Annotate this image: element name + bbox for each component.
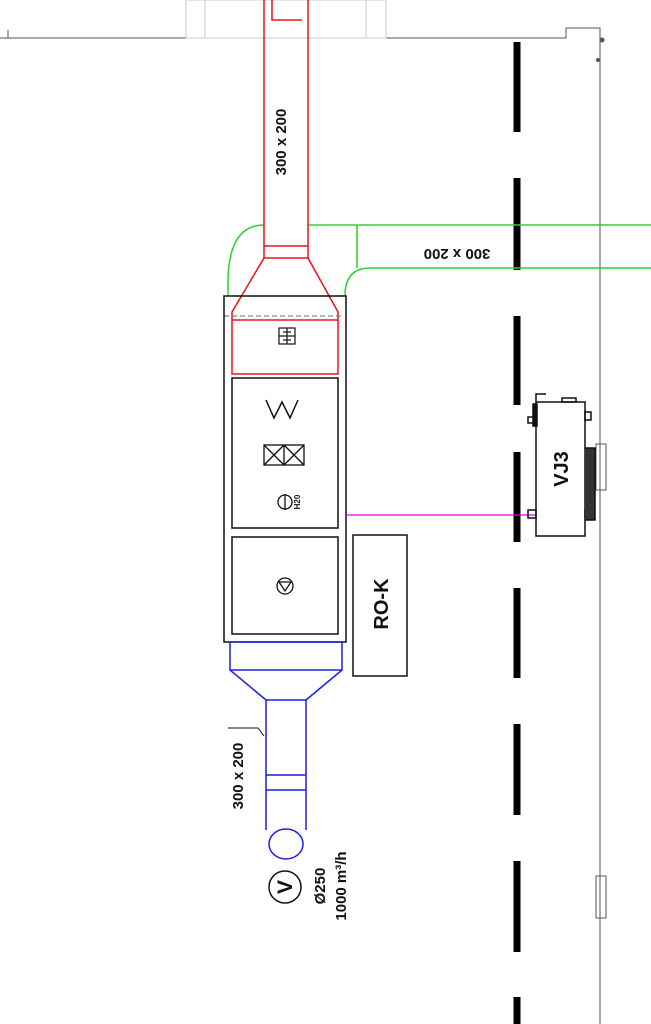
- ahu-coil-section: [231, 377, 339, 529]
- valve-airflow-label: 1000 m³/h: [333, 851, 350, 920]
- wall-column: [595, 443, 607, 491]
- control-panel-label: RO-K: [371, 578, 393, 630]
- window-opening: [185, 0, 387, 39]
- humidity-sensor-label: H20: [293, 494, 302, 509]
- outdoor-unit-label: VJ3: [551, 451, 573, 487]
- extract-air-duct: [229, 641, 343, 860]
- wall-marker: [596, 58, 600, 62]
- building-walls: [0, 0, 607, 1024]
- supply-duct-label: 300 x 200: [273, 109, 290, 176]
- leader-line: [228, 727, 265, 737]
- air-valve-symbol: [268, 870, 302, 904]
- filter-grid-icon: [278, 327, 296, 345]
- ahu-fan-section: [231, 536, 339, 635]
- fan-icon: [276, 577, 294, 595]
- outdoor-unit: [527, 393, 596, 537]
- wall-marker: [599, 37, 605, 43]
- control-panel-box: [352, 534, 408, 677]
- outdoor-air-duct: [227, 224, 651, 297]
- wall-column: [595, 875, 607, 919]
- extract-duct-label: 300 x 200: [230, 743, 247, 810]
- air-valve-letter: V: [274, 880, 297, 894]
- heater-zigzag-icon: [265, 399, 299, 420]
- supply-air-duct: [231, 0, 339, 375]
- humidity-sensor-icon: [277, 494, 293, 510]
- heat-exchanger-icon: [263, 444, 305, 466]
- duct-end-cap: [268, 828, 304, 860]
- valve-diameter-label: Ø250: [312, 868, 329, 905]
- outdoor-duct-label: 300 x 200: [424, 245, 491, 262]
- top-wall-line-right: [308, 27, 601, 1024]
